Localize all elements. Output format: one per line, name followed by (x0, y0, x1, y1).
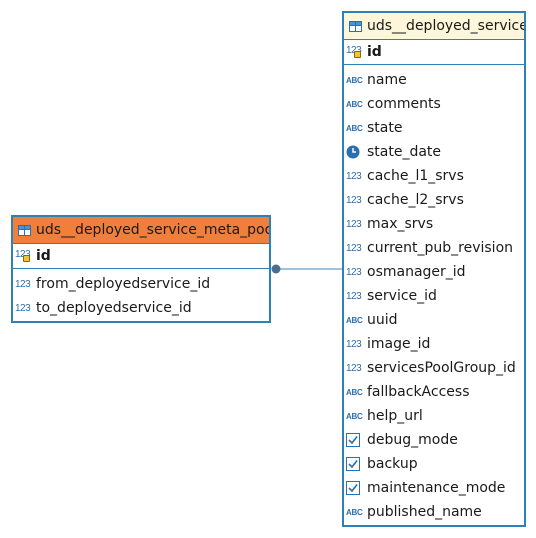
column-name: backup (367, 456, 418, 472)
entity-title: uds__deployed_service (367, 18, 524, 34)
column-row[interactable]: ABC published_name (344, 500, 524, 524)
column-name: name (367, 72, 407, 88)
relationship-end-dot (271, 264, 281, 274)
column-row[interactable]: maintenance_mode (344, 476, 524, 500)
column-name: service_id (367, 288, 437, 304)
column-row[interactable]: ABC name (344, 68, 524, 92)
column-name: cache_l2_srvs (367, 192, 464, 208)
column-row[interactable]: 123 servicesPoolGroup_id (344, 356, 524, 380)
column-name: fallbackAccess (367, 384, 470, 400)
numeric-icon: 123 (346, 266, 362, 278)
column-name: to_deployedservice_id (36, 300, 192, 316)
primary-key-row[interactable]: 123 id (344, 40, 524, 65)
numeric-icon: 123 (346, 194, 362, 206)
text-icon: ABC (346, 507, 363, 517)
column-name: from_deployedservice_id (36, 276, 211, 292)
column-row[interactable]: state_date (344, 140, 524, 164)
column-name: help_url (367, 408, 423, 424)
table-icon (18, 224, 31, 236)
column-row[interactable]: 123 service_id (344, 284, 524, 308)
text-icon: ABC (346, 315, 363, 325)
column-row[interactable]: backup (344, 452, 524, 476)
column-row[interactable]: ABC fallbackAccess (344, 380, 524, 404)
column-name: debug_mode (367, 432, 458, 448)
column-row[interactable]: 123 max_srvs (344, 212, 524, 236)
column-row[interactable]: 123 to_deployedservice_id (13, 296, 269, 320)
column-row[interactable]: 123 cache_l2_srvs (344, 188, 524, 212)
text-icon: ABC (346, 387, 363, 397)
column-name: published_name (367, 504, 482, 520)
entity-title: uds__deployed_service_meta_pools (36, 222, 269, 238)
column-name: max_srvs (367, 216, 434, 232)
column-name: cache_l1_srvs (367, 168, 464, 184)
column-row[interactable]: 123 from_deployedservice_id (13, 272, 269, 296)
column-name: uuid (367, 312, 398, 328)
numeric-icon: 123 (346, 362, 362, 374)
numeric-icon: 123 (15, 278, 31, 290)
numeric-icon: 123 (346, 218, 362, 230)
text-icon: ABC (346, 411, 363, 421)
primary-key-icon: 123 (15, 249, 34, 263)
column-row[interactable]: ABC state (344, 116, 524, 140)
text-icon: ABC (346, 123, 363, 133)
column-row[interactable]: debug_mode (344, 428, 524, 452)
column-name: current_pub_revision (367, 240, 514, 256)
column-row[interactable]: 123 image_id (344, 332, 524, 356)
entity-meta-pools[interactable]: uds__deployed_service_meta_pools 123 id … (11, 215, 271, 323)
column-name: maintenance_mode (367, 480, 506, 496)
column-name: comments (367, 96, 441, 112)
numeric-icon: 123 (346, 338, 362, 350)
column-name: state_date (367, 144, 442, 160)
column-row[interactable]: ABC comments (344, 92, 524, 116)
numeric-icon: 123 (346, 170, 362, 182)
column-row[interactable]: 123 osmanager_id (344, 260, 524, 284)
checkbox-icon (346, 457, 365, 471)
table-icon (349, 20, 362, 32)
entity-deployed-service[interactable]: uds__deployed_service 123 id ABCnameABCc… (342, 11, 526, 527)
column-row[interactable]: 123 cache_l1_srvs (344, 164, 524, 188)
entity-header[interactable]: uds__deployed_service_meta_pools (13, 217, 269, 244)
clock-icon (346, 145, 365, 159)
primary-key-name: id (36, 248, 51, 264)
column-row[interactable]: ABC uuid (344, 308, 524, 332)
column-row[interactable]: ABC help_url (344, 404, 524, 428)
column-name: servicesPoolGroup_id (367, 360, 516, 376)
column-name: state (367, 120, 403, 136)
entity-header[interactable]: uds__deployed_service (344, 13, 524, 40)
numeric-icon: 123 (15, 302, 31, 314)
column-list: 123 from_deployedservice_id 123 to_deployed… (13, 269, 269, 320)
primary-key-name: id (367, 44, 382, 60)
column-name: osmanager_id (367, 264, 466, 280)
text-icon: ABC (346, 75, 363, 85)
checkbox-icon (346, 433, 365, 447)
checkbox-icon (346, 481, 365, 495)
numeric-icon: 123 (346, 290, 362, 302)
column-name: image_id (367, 336, 431, 352)
text-icon: ABC (346, 99, 363, 109)
numeric-icon: 123 (346, 242, 362, 254)
column-row[interactable]: 123 current_pub_revision (344, 236, 524, 260)
primary-key-icon: 123 (346, 45, 365, 59)
primary-key-row[interactable]: 123 id (13, 244, 269, 269)
